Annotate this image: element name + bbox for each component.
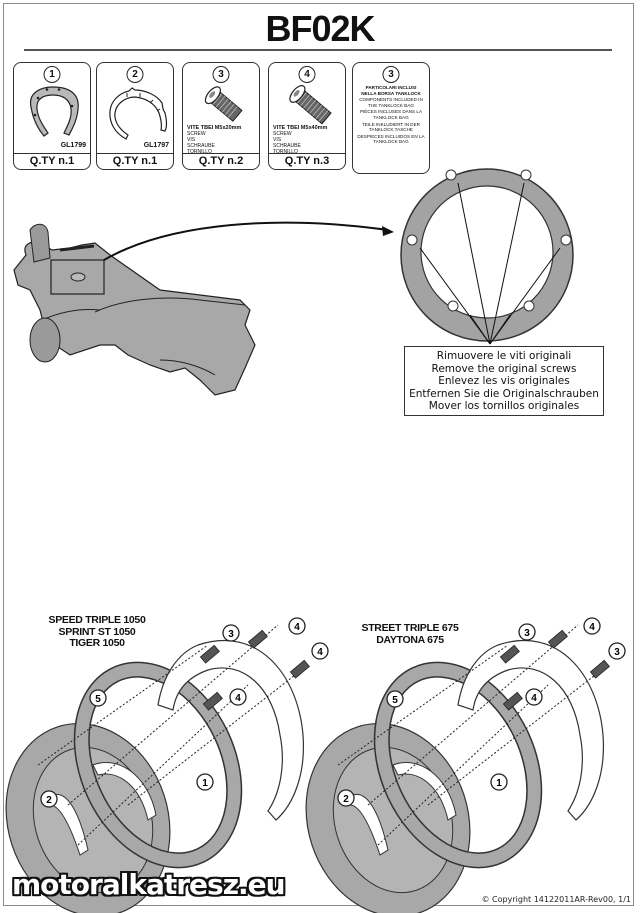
svg-text:3: 3 <box>228 629 234 640</box>
svg-text:4: 4 <box>317 647 323 658</box>
desc-line: SCREW <box>187 131 206 137</box>
svg-text:4: 4 <box>235 693 241 704</box>
screw-pointer-lines <box>419 182 561 345</box>
filler-ring-icon <box>400 168 574 342</box>
svg-text:2: 2 <box>46 795 52 806</box>
notice-line: Remove the original screws <box>431 362 577 375</box>
svg-text:4: 4 <box>531 693 537 704</box>
part-quantity: Q.TY n.3 <box>269 153 345 169</box>
model-list-left: SPEED TRIPLE 1050 SPRINT ST 1050 TIGER 1… <box>42 614 152 650</box>
part-card-1: 1 GL1799 Q.TY n.1 <box>13 62 91 170</box>
part-code: GL1797 <box>143 142 169 149</box>
svg-text:1: 1 <box>496 778 502 789</box>
document-title: BF02K <box>265 8 375 49</box>
info-line: THE TANKLOCK BAG <box>368 102 414 108</box>
callout-badge: 1 <box>490 773 508 791</box>
svg-text:3: 3 <box>524 628 530 639</box>
callout-badge: 1 <box>196 773 214 791</box>
motorcycle-icon <box>13 223 256 396</box>
desc-line: SCHRAUBE <box>187 143 215 149</box>
part-description: VITE TBEI M5x20mm SCREW VIS SCHRAUBE TOR… <box>187 125 241 155</box>
info-line: PIÈCES INCLUSES DANS LA <box>359 109 423 115</box>
callout-badge: 5 <box>386 690 404 708</box>
part-number-badge: 4 <box>298 66 316 83</box>
desc-line: VIS <box>187 137 196 143</box>
callout-badge: 4 <box>583 617 601 635</box>
retaining-ring-icon <box>109 87 168 140</box>
page-frame <box>3 3 634 906</box>
screw-icon <box>204 86 243 122</box>
callout-badge: 4 <box>525 688 543 706</box>
arrowhead-icon <box>382 226 394 236</box>
info-line: TANKLOCK BAG <box>373 114 409 120</box>
callout-arrow <box>103 221 389 261</box>
info-line: TEILE INKLUDIERT IN DER <box>361 121 421 127</box>
info-line: DESPIECES INCLUIDOS EN LA <box>357 133 425 139</box>
remove-screws-notice: Rimuovere le viti originali Remove the o… <box>404 346 604 416</box>
callout-badge: 2 <box>40 790 58 808</box>
part-description-title: VITE TBEI M5x20mm <box>187 125 242 131</box>
callout-badge: 3 <box>608 642 626 660</box>
part-code: GL1799 <box>60 142 86 149</box>
svg-text:4: 4 <box>294 622 300 633</box>
part-card-3: 3 VITE TBEI M5x20mm SCREW VIS SCHRAUBE T… <box>182 62 260 170</box>
part-quantity: Q.TY n.1 <box>97 153 173 169</box>
callout-badge: 5 <box>89 689 107 707</box>
info-line: NELLA BORSA TANKLOCK <box>361 90 421 96</box>
part-card-4: 4 VITE TBEI M5x40mm SCREW VIS SCHRAUBE T… <box>268 62 346 170</box>
model-name: TIGER 1050 <box>69 637 125 649</box>
part-quantity: Q.TY n.1 <box>14 153 90 169</box>
model-name: STREET TRIPLE 675 <box>361 622 459 634</box>
svg-text:5: 5 <box>392 695 398 706</box>
callout-badge: 4 <box>229 688 247 706</box>
flange-plate-icon <box>29 86 79 137</box>
part-number-badge: 1 <box>43 66 61 83</box>
part-number-badge: 2 <box>126 66 144 83</box>
part-number-badge: 3 <box>382 66 400 83</box>
part-number-badge: 3 <box>212 66 230 83</box>
model-name: DAYTONA 675 <box>376 633 444 646</box>
notice-line: Rimuovere le viti originali <box>436 350 572 362</box>
callout-badge: 4 <box>288 617 306 635</box>
part-card-2: 2 GL1797 Q.TY n.1 <box>96 62 174 170</box>
svg-text:4: 4 <box>589 622 595 633</box>
info-line: COMPONENTS INCLUDED IN <box>359 97 423 103</box>
part-description-title: VITE TBEI M5x40mm <box>273 125 328 131</box>
title-divider <box>24 49 612 51</box>
svg-text:5: 5 <box>95 694 101 705</box>
svg-text:3: 3 <box>614 647 620 658</box>
callout-badge: 3 <box>518 623 536 641</box>
notice-line: Mover los tornillos originales <box>428 400 580 413</box>
info-line: TANKLOCK TASCHE <box>369 127 413 133</box>
part-quantity: Q.TY n.2 <box>183 153 259 169</box>
site-watermark: motoralkatresz.eu <box>12 868 286 901</box>
desc-line: SCHRAUBE <box>273 143 301 149</box>
model-list-right: STREET TRIPLE 675 DAYTONA 675 <box>360 622 460 646</box>
model-name: SPRINT ST 1050 <box>58 625 136 638</box>
callout-badge: 4 <box>311 642 329 660</box>
screw-icon <box>289 85 332 125</box>
desc-line: SCREW <box>273 131 292 137</box>
notice-line: Enlevez les vis originales <box>438 375 570 388</box>
copyright-notice: © Copyright 14122011AR-Rev00, 1/1 <box>481 895 631 904</box>
part-description: VITE TBEI M5x40mm SCREW VIS SCHRAUBE TOR… <box>273 125 327 155</box>
desc-line: TORNILLO <box>187 149 212 155</box>
tank-highlight-box <box>50 259 105 295</box>
desc-line: VIS <box>273 137 282 143</box>
notice-line: Entfernen Sie die Originalschrauben <box>409 387 599 400</box>
svg-text:2: 2 <box>343 794 349 805</box>
svg-text:1: 1 <box>202 778 208 789</box>
callout-badge: 2 <box>337 789 355 807</box>
callout-badge: 3 <box>222 624 240 642</box>
info-line: PARTICOLARI INCLUSI <box>365 85 417 90</box>
info-line: TANKLOCK BAG <box>373 139 409 145</box>
desc-line: TORNILLO <box>273 149 298 155</box>
model-name: SPEED TRIPLE 1050 <box>48 614 146 626</box>
